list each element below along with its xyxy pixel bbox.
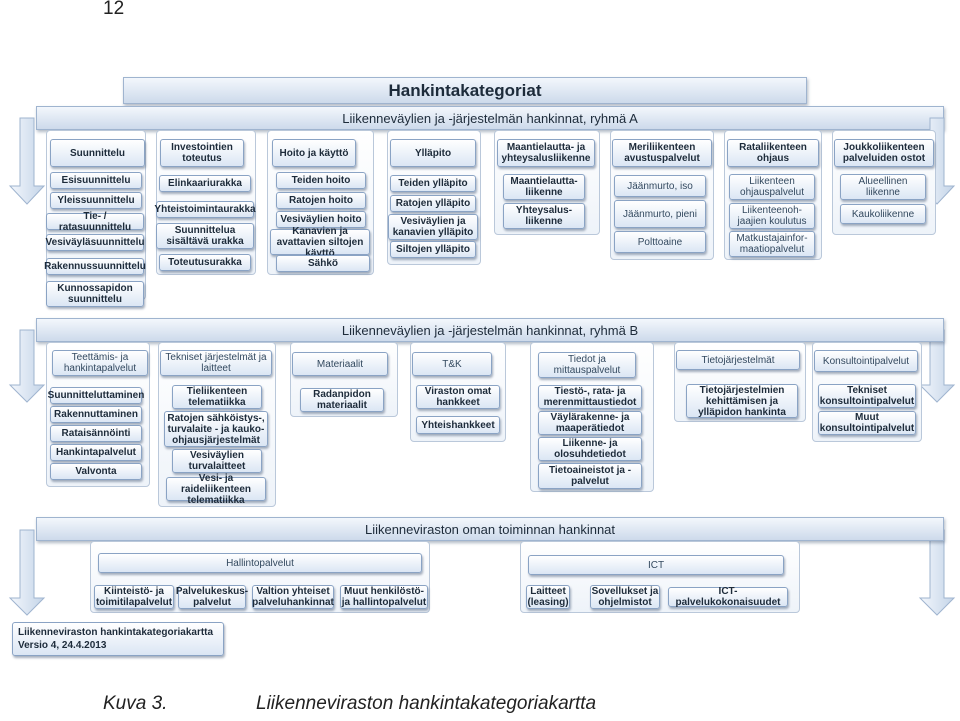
- category-joukkoliikenne: Joukkoliikenteen palveluiden ostot: [834, 139, 934, 167]
- group-b-heading: Liikenneväylien ja -järjestelmän hankinn…: [36, 318, 944, 342]
- list-item: Ratojen hoito: [276, 192, 366, 209]
- list-item: Muut henkilöstö- ja hallintopalvelut: [340, 585, 428, 609]
- list-item: Muut konsultointipalvelut: [818, 411, 916, 435]
- list-item: Radanpidon materiaalit: [300, 388, 384, 412]
- list-item: Tieliikenteen telematiikka: [172, 385, 262, 409]
- group-a-heading: Liikenneväylien ja -järjestelmän hankinn…: [36, 106, 944, 130]
- list-item: Tekniset konsultointipalvelut: [818, 384, 916, 408]
- list-item: Liikenne- ja olosuhdetiedot: [538, 437, 642, 461]
- category-hoito-ja-kaytto: Hoito ja käyttö: [272, 139, 356, 167]
- category-konsultointi: Konsultointipalvelut: [814, 350, 918, 372]
- list-item: Kunnossapidon suunnittelu: [46, 281, 144, 307]
- category-hallintopalvelut: Hallintopalvelut: [98, 553, 422, 573]
- list-item: Hankintapalvelut: [50, 444, 142, 461]
- list-item: Rakennuttaminen: [50, 406, 142, 423]
- list-item: Teiden ylläpito: [390, 175, 476, 192]
- category-rataliikenne: Rataliikenteen ohjaus: [727, 139, 819, 167]
- list-item: Viraston omat hankkeet: [416, 385, 500, 409]
- arrow-down-left-c: [8, 529, 46, 616]
- list-item: Yleissuunnittelu: [50, 192, 142, 209]
- category-ict: ICT: [528, 555, 784, 575]
- list-item: Tietojärjestelmien kehittämisen ja ylläp…: [686, 384, 798, 418]
- list-item: Vesiväyläsuunnittelu: [46, 234, 144, 251]
- list-item: Vesiväylien ja kanavien ylläpito: [388, 214, 478, 240]
- list-item: Ratojen sähköistys-, turvalaite - ja kau…: [164, 411, 268, 447]
- page-number: 12: [103, 0, 125, 19]
- list-item: Maantielautta-liikenne: [503, 174, 585, 200]
- list-item: Vesi- ja raideliikenteen telematiikka: [166, 473, 266, 506]
- list-item: Tiestö-, rata- ja merenmittaustiedot: [538, 385, 642, 409]
- list-item: Valtion yhteiset palveluhankinnat: [252, 585, 334, 609]
- list-item: Väylärakenne- ja maaperätiedot: [538, 411, 642, 435]
- list-item: Liikenteenoh-jaajien koulutus: [729, 203, 815, 229]
- category-tekniset-jarjestelmat: Tekniset järjestelmät ja laitteet: [160, 350, 272, 376]
- list-item: Rakennussuunnittelu: [44, 258, 146, 275]
- figure-caption-label: Kuva 3.: [103, 693, 168, 714]
- list-item: Sovellukset ja ohjelmistot: [590, 585, 660, 609]
- list-item: Yhteistoimintaurakka: [154, 201, 256, 218]
- list-item: Suunnitteluttaminen: [48, 387, 144, 404]
- category-tietojarjestelmat: Tietojärjestelmät: [676, 350, 800, 370]
- list-item: Siltojen ylläpito: [390, 241, 476, 258]
- list-item: Matkustajainfor-maatiopalvelut: [729, 231, 815, 257]
- version-note: Liikenneviraston hankintakategoriakartta…: [12, 622, 224, 656]
- list-item: Kiinteistö- ja toimitilapalvelut: [94, 585, 174, 609]
- version-note-date: Versio 4, 24.4.2013: [18, 640, 107, 651]
- list-item: Teiden hoito: [276, 172, 366, 189]
- list-item: Esisuunnittelu: [50, 172, 142, 189]
- list-item: ICT-palvelukokonaisuudet: [668, 586, 788, 608]
- category-meriliikenne: Meriliikenteen avustuspalvelut: [612, 139, 712, 167]
- list-item: Suunnittelua sisältävä urakka: [156, 223, 254, 249]
- list-item: Palvelukeskus-palvelut: [175, 585, 249, 609]
- category-investointien-toteutus: Investointien toteutus: [160, 139, 244, 167]
- category-tiedot: Tiedot ja mittauspalvelut: [538, 352, 636, 378]
- list-item: Kanavien ja avattavien siltojen käyttö: [270, 226, 370, 259]
- list-item: Vesiväylien turvalaitteet: [172, 449, 262, 473]
- list-item: Laitteet (leasing): [526, 585, 570, 609]
- list-item: Vesiväylien hoito: [276, 211, 366, 228]
- list-item: Jäänmurto, iso: [614, 175, 706, 197]
- arrow-down-left-a: [8, 117, 46, 205]
- list-item: Kaukoliikenne: [840, 204, 926, 224]
- category-tk: T&K: [412, 352, 492, 376]
- list-item: Yhteishankkeet: [416, 416, 500, 434]
- list-item: Yhteysalus-liikenne: [503, 203, 585, 229]
- version-note-title: Liikenneviraston hankintakategoriakartta: [18, 627, 214, 638]
- list-item: Tie- / ratasuunnittelu: [46, 211, 144, 233]
- list-item: Rataisännöinti: [50, 425, 142, 442]
- list-item: Jäänmurto, pieni: [614, 200, 706, 228]
- list-item: Tietoaineistot ja -palvelut: [538, 463, 642, 489]
- category-materiaalit: Materiaalit: [292, 352, 388, 376]
- page-title: Hankintakategoriat: [123, 77, 807, 104]
- list-item: Alueellinen liikenne: [840, 174, 926, 200]
- category-yllapito: Ylläpito: [390, 139, 476, 167]
- list-item: Valvonta: [50, 463, 142, 480]
- list-item: Sähkö: [276, 255, 370, 272]
- list-item: Liikenteen ohjauspalvelut: [729, 174, 815, 200]
- list-item: Toteutusurakka: [159, 254, 251, 271]
- figure-caption: Kuva 3. Liikenneviraston hankintakategor…: [103, 693, 596, 715]
- category-suunnittelu: Suunnittelu: [50, 139, 145, 167]
- category-teettamis: Teettämis- ja hankintapalvelut: [52, 350, 148, 376]
- list-item: Ratojen ylläpito: [390, 195, 476, 212]
- category-maantielautta: Maantielautta- ja yhteysalusliikenne: [497, 139, 595, 167]
- list-item: Polttoaine: [614, 231, 706, 253]
- list-item: Elinkaariurakka: [159, 175, 251, 192]
- figure-caption-text: Liikenneviraston hankintakategoriakartta: [256, 693, 597, 714]
- arrow-down-right-c: [918, 529, 956, 616]
- group-c-heading: Liikenneviraston oman toiminnan hankinna…: [36, 517, 944, 541]
